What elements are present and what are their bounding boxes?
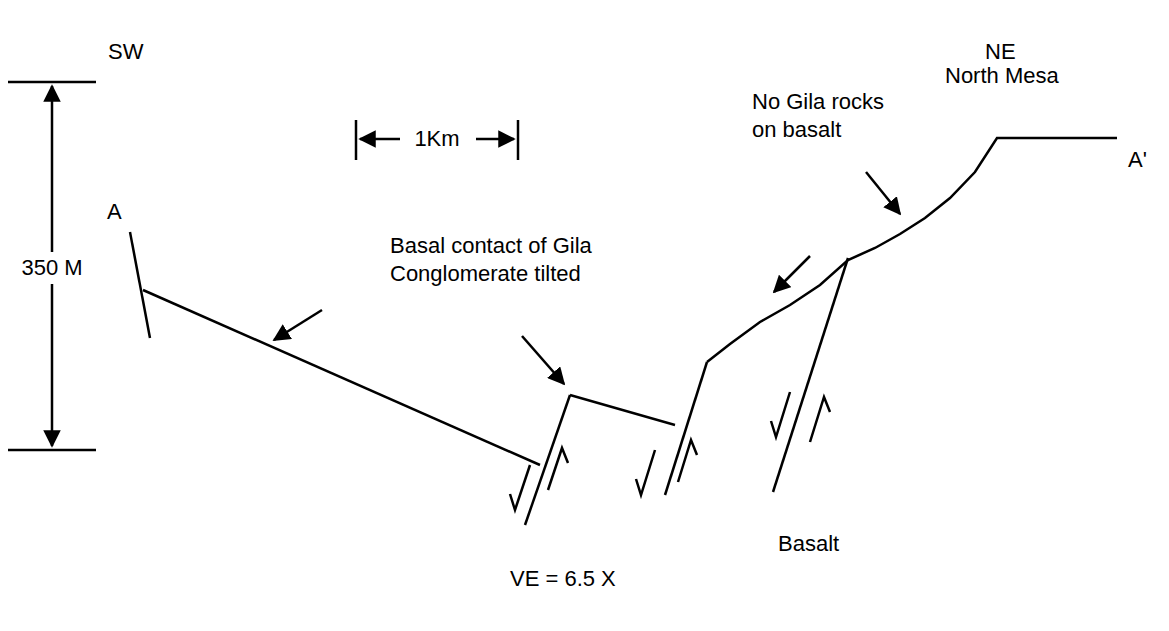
slip-arrow <box>548 448 568 490</box>
fault-line <box>665 362 707 495</box>
note-label: No Gila rocks on basalt <box>752 88 912 144</box>
slip-arrow <box>510 465 530 510</box>
slip-arrow <box>810 397 830 442</box>
scale-tick <box>8 449 96 452</box>
section-label: A <box>107 198 122 226</box>
leader-arrow <box>522 336 564 384</box>
scale-arrow <box>476 138 514 141</box>
rock-label: Basalt <box>778 530 839 558</box>
ground-surface <box>707 138 1117 362</box>
leader-arrow <box>774 256 810 292</box>
place-label: North Mesa <box>945 62 1059 90</box>
exaggeration-label: VE = 6.5 X <box>510 565 616 593</box>
scale-tick <box>517 120 520 160</box>
section-label: A' <box>1128 146 1147 174</box>
leader-arrow <box>274 310 322 340</box>
slip-arrow <box>678 440 697 482</box>
slip-arrow <box>636 450 655 495</box>
scale-label: 350 M <box>18 252 85 284</box>
direction-label: SW <box>108 38 143 66</box>
slip-arrow <box>771 392 790 437</box>
scale-tick <box>355 120 358 160</box>
scale-tick <box>8 81 96 84</box>
leader-arrow <box>866 172 900 214</box>
note-label: Basal contact of Gila Conglomerate tilte… <box>390 232 600 288</box>
direction-label: NE <box>985 38 1016 66</box>
basal-contact <box>570 395 675 425</box>
scale-label: 1Km <box>414 125 459 153</box>
scale-arrow <box>360 138 400 141</box>
fault-line <box>525 395 570 525</box>
section-end <box>130 232 150 338</box>
fault-line <box>773 258 848 492</box>
basal-contact <box>143 290 540 465</box>
